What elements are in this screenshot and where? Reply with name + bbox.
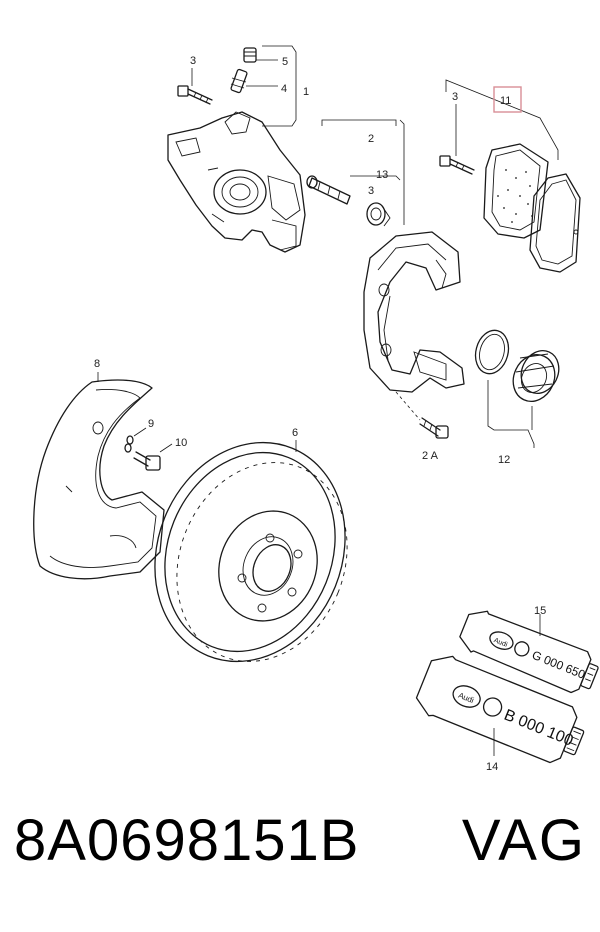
part-number: 8A0698151B bbox=[14, 808, 360, 873]
tube-upper-brand: Audi bbox=[493, 637, 509, 649]
callout-4: 4 bbox=[281, 83, 287, 95]
leader-9 bbox=[133, 427, 147, 437]
bolt-3-right bbox=[439, 155, 475, 175]
bleed-valve bbox=[230, 47, 257, 94]
splash-shield bbox=[33, 379, 165, 580]
brace-2 bbox=[321, 119, 405, 225]
callout-2: 2 bbox=[368, 133, 374, 145]
brake-pad-outer bbox=[529, 173, 581, 273]
brake-rotor bbox=[154, 441, 348, 663]
callout-5: 5 bbox=[282, 56, 288, 68]
brace-11 bbox=[445, 79, 559, 160]
callout-13: 13 bbox=[376, 169, 388, 181]
highlight-box-11 bbox=[493, 86, 522, 113]
callout-14: 14 bbox=[486, 761, 498, 773]
callout-11: 11 bbox=[500, 95, 511, 107]
guide-bushing bbox=[366, 202, 391, 227]
tube-lower-code: B 000 100 bbox=[501, 707, 575, 750]
callout-1: 1 bbox=[303, 86, 309, 98]
callout-10: 10 bbox=[175, 437, 187, 449]
tube-upper-code: G 000 650 bbox=[530, 648, 588, 682]
callout-3-upper: 3 bbox=[190, 55, 196, 67]
caliper-housing bbox=[167, 111, 306, 253]
callout-3-middle: 3 bbox=[368, 185, 374, 197]
footer: 8A0698151B VAG bbox=[0, 812, 600, 902]
caliper-carrier bbox=[363, 231, 465, 393]
bolt-10 bbox=[133, 451, 161, 471]
guide-pin bbox=[306, 175, 351, 205]
callout-8: 8 bbox=[94, 358, 100, 370]
leader-10 bbox=[159, 443, 173, 453]
callout-12: 12 bbox=[498, 454, 510, 466]
piston-seal bbox=[474, 329, 510, 375]
brace-13 bbox=[350, 175, 401, 181]
grease-tube-upper: Audi G 000 650 bbox=[459, 610, 599, 694]
callout-15: 15 bbox=[534, 605, 546, 617]
callout-3-right: 3 bbox=[452, 91, 458, 103]
brake-pad-inner bbox=[483, 143, 549, 239]
tube-lower-brand: Audi bbox=[457, 691, 475, 705]
washer-9 bbox=[124, 435, 134, 453]
callout-6: 6 bbox=[292, 427, 298, 439]
callout-2a: 2 A bbox=[422, 450, 439, 462]
brand-label: VAG bbox=[461, 808, 586, 873]
bolt-2a bbox=[419, 417, 449, 439]
piston-boot bbox=[512, 350, 560, 402]
brace-12 bbox=[487, 380, 535, 448]
dash-2a bbox=[395, 391, 421, 421]
bolt-3-upper bbox=[177, 85, 213, 105]
callout-9: 9 bbox=[148, 418, 154, 430]
brace-1 bbox=[262, 45, 297, 127]
